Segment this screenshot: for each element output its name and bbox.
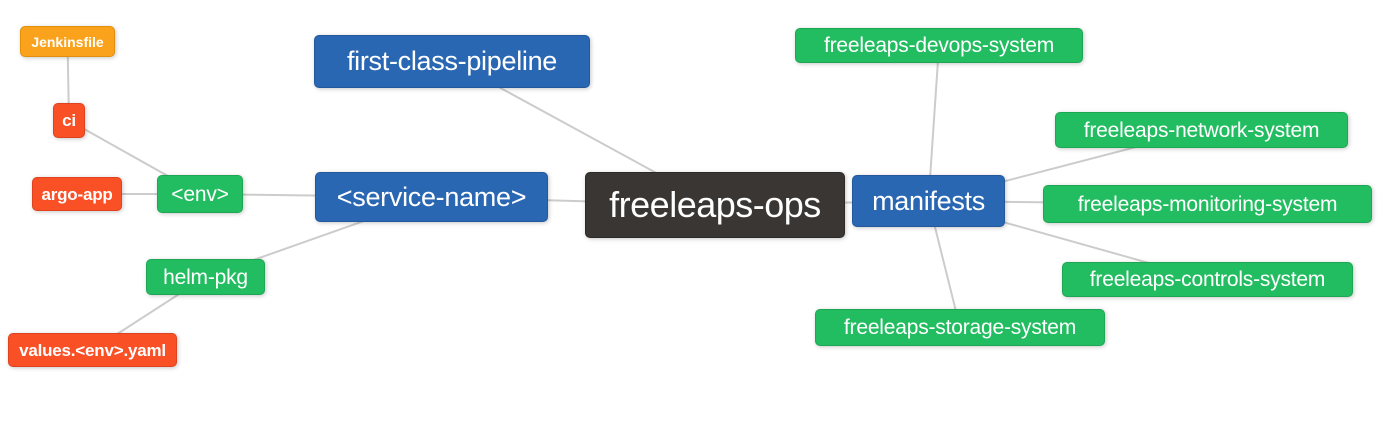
node-freeleaps-network-system[interactable]: freeleaps-network-system xyxy=(1055,112,1348,148)
node-label: manifests xyxy=(872,185,985,216)
node-service-name[interactable]: <service-name> xyxy=(315,172,548,222)
node-label: first-class-pipeline xyxy=(346,46,558,76)
node-label: <service-name> xyxy=(336,181,527,212)
node-label: helm-pkg xyxy=(163,265,248,289)
node-jenkinsfile[interactable]: Jenkinsfile xyxy=(20,26,115,57)
node-freeleaps-monitoring-system[interactable]: freeleaps-monitoring-system xyxy=(1043,185,1372,223)
node-label: freeleaps-monitoring-system xyxy=(1077,192,1338,216)
node-ci[interactable]: ci xyxy=(53,103,85,138)
node-helm-pkg[interactable]: helm-pkg xyxy=(146,259,265,295)
node-manifests[interactable]: manifests xyxy=(852,175,1005,227)
node-label: freeleaps-devops-system xyxy=(824,34,1054,57)
node-label: freeleaps-storage-system xyxy=(843,316,1077,339)
node-label: freeleaps-ops xyxy=(609,184,821,225)
node-label: freeleaps-network-system xyxy=(1083,118,1320,142)
node-freeleaps-controls-system[interactable]: freeleaps-controls-system xyxy=(1062,262,1353,297)
node-env[interactable]: <env> xyxy=(157,175,243,213)
node-first-class-pipeline[interactable]: first-class-pipeline xyxy=(314,35,590,88)
node-freeleaps-storage-system[interactable]: freeleaps-storage-system xyxy=(815,309,1105,346)
node-label: values.<env>.yaml xyxy=(19,340,166,360)
node-label: argo-app xyxy=(41,184,113,204)
node-label: <env> xyxy=(171,182,229,206)
node-label: freeleaps-controls-system xyxy=(1089,268,1326,291)
node-label: ci xyxy=(62,111,76,130)
node-argo-app[interactable]: argo-app xyxy=(32,177,122,211)
node-freeleaps-ops[interactable]: freeleaps-ops xyxy=(585,172,845,238)
node-label: Jenkinsfile xyxy=(31,33,104,50)
node-values-env-yaml[interactable]: values.<env>.yaml xyxy=(8,333,177,367)
node-freeleaps-devops-system[interactable]: freeleaps-devops-system xyxy=(795,28,1083,63)
